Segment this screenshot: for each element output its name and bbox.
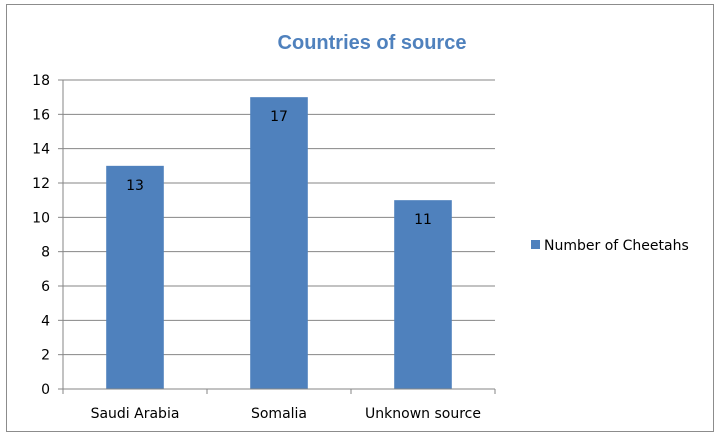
legend-swatch	[531, 240, 540, 249]
y-tick-label-18: 18	[32, 73, 50, 89]
y-tick-label-6: 6	[41, 279, 50, 295]
chart-title: Countries of source	[278, 32, 467, 54]
legend: Number of Cheetahs	[531, 238, 689, 254]
bars	[106, 97, 452, 390]
y-tick-label-12: 12	[32, 176, 50, 192]
data-label-saudi-arabia: 13	[126, 178, 144, 194]
y-tick-label-0: 0	[41, 382, 50, 398]
y-tick-label-8: 8	[41, 245, 50, 261]
y-tick-label-2: 2	[41, 348, 50, 364]
y-tick-label-10: 10	[32, 210, 50, 226]
x-category-label-unknown-source: Unknown source	[365, 406, 481, 422]
bar-saudi-arabia	[106, 165, 164, 389]
legend-label: Number of Cheetahs	[544, 238, 689, 254]
x-category-label-saudi-arabia: Saudi Arabia	[91, 406, 180, 422]
bar-unknown-source	[394, 200, 452, 389]
x-category-label-somalia: Somalia	[251, 406, 307, 422]
data-label-somalia: 17	[270, 109, 288, 125]
axes	[62, 80, 495, 390]
y-tick-label-4: 4	[41, 313, 50, 329]
x-axis-categories: Saudi Arabia Somalia Unknown source	[62, 389, 496, 422]
y-tick-label-14: 14	[32, 142, 50, 158]
y-tick-label-16: 16	[32, 107, 50, 123]
data-label-unknown-source: 11	[414, 212, 432, 228]
y-axis-ticks: 0 2 4 6 8 10 12 14 16 18	[32, 73, 63, 398]
data-labels: 13 17 11	[126, 109, 432, 228]
bar-somalia	[250, 97, 308, 390]
